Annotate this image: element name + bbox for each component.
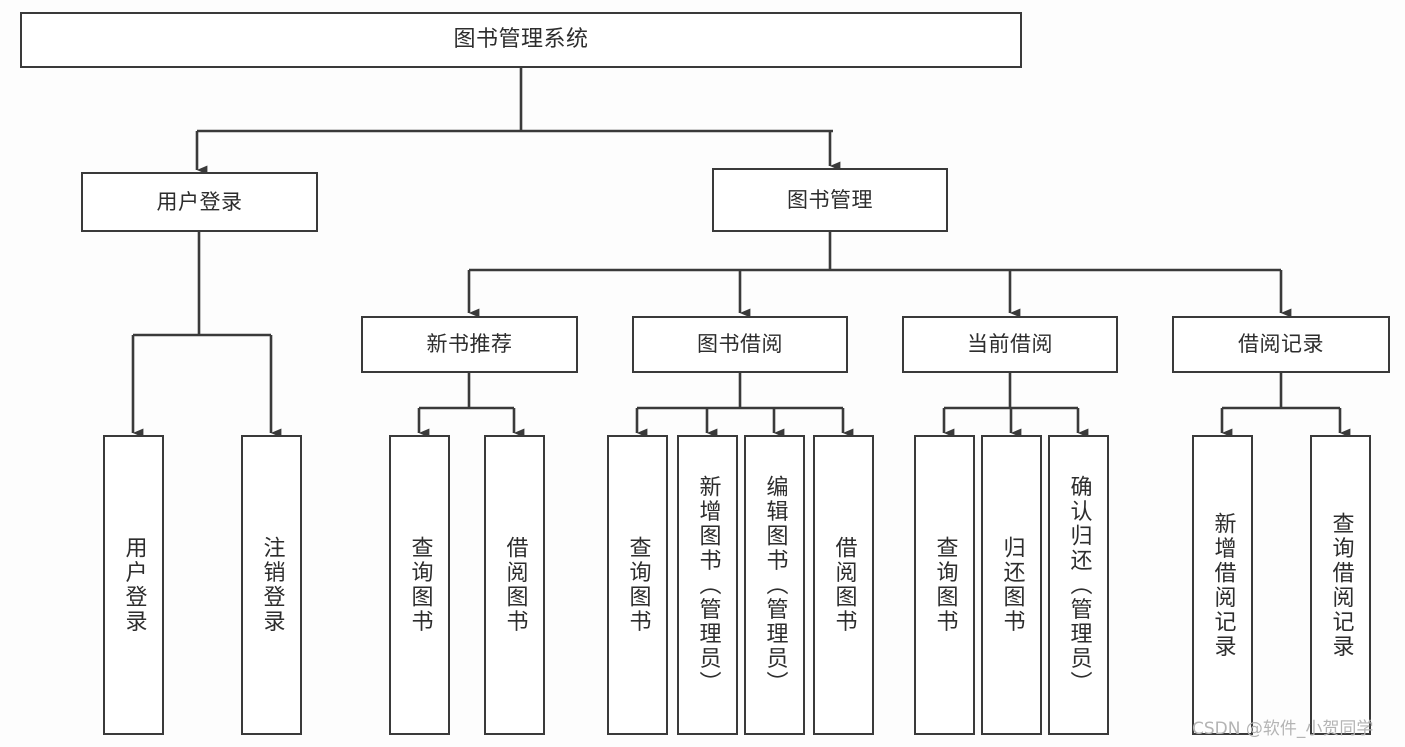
leaf-borrow-edit-book-admin[interactable]: 编辑图书（管理员）: [744, 435, 805, 735]
node-current-borrow[interactable]: 当前借阅: [902, 316, 1118, 373]
node-label: 编辑图书（管理员）: [762, 474, 788, 696]
leaf-borrow-borrow-book[interactable]: 借阅图书: [813, 435, 874, 735]
node-label: 用户登录: [121, 536, 147, 634]
node-label: 新书推荐: [426, 332, 513, 357]
node-label: 图书管理: [787, 187, 873, 212]
node-label: 确认归还（管理员）: [1066, 474, 1092, 696]
leaf-record-query-record[interactable]: 查询借阅记录: [1310, 435, 1371, 735]
node-label: 图书借阅: [697, 332, 783, 357]
node-book-management[interactable]: 图书管理: [712, 168, 948, 232]
node-label: 借阅图书: [831, 536, 857, 634]
node-borrow-record[interactable]: 借阅记录: [1172, 316, 1390, 373]
leaf-user-logout[interactable]: 注销登录: [241, 435, 302, 735]
node-label: 当前借阅: [967, 332, 1053, 357]
node-label: 查询借阅记录: [1328, 511, 1354, 659]
node-label: 新增图书（管理员）: [695, 474, 721, 696]
node-label: 借阅记录: [1238, 332, 1324, 357]
node-label: 查询图书: [932, 536, 958, 634]
csdn-watermark: CSDN @软件_小贺同学: [1192, 719, 1374, 739]
node-label: 注销登录: [259, 536, 285, 634]
leaf-current-query-book[interactable]: 查询图书: [914, 435, 975, 735]
leaf-recommend-query-book[interactable]: 查询图书: [389, 435, 450, 735]
node-label: 借阅图书: [502, 536, 528, 634]
leaf-current-confirm-return-admin[interactable]: 确认归还（管理员）: [1048, 435, 1109, 735]
leaf-record-add-record[interactable]: 新增借阅记录: [1192, 435, 1253, 735]
leaf-user-login[interactable]: 用户登录: [103, 435, 164, 735]
node-label: 查询图书: [625, 536, 651, 634]
leaf-borrow-query-book[interactable]: 查询图书: [607, 435, 668, 735]
node-label: 用户登录: [156, 189, 243, 214]
node-book-borrow[interactable]: 图书借阅: [632, 316, 848, 373]
node-root-system[interactable]: 图书管理系统: [20, 12, 1022, 68]
node-label: 新增借阅记录: [1210, 511, 1236, 659]
node-label: 归还图书: [999, 536, 1025, 634]
node-label: 查询图书: [407, 536, 433, 634]
node-new-book-recommend[interactable]: 新书推荐: [361, 316, 578, 373]
leaf-recommend-borrow-book[interactable]: 借阅图书: [484, 435, 545, 735]
leaf-current-return-book[interactable]: 归还图书: [981, 435, 1042, 735]
node-label: 图书管理系统: [453, 27, 589, 53]
node-user-login[interactable]: 用户登录: [81, 172, 318, 232]
leaf-borrow-add-book-admin[interactable]: 新增图书（管理员）: [677, 435, 738, 735]
